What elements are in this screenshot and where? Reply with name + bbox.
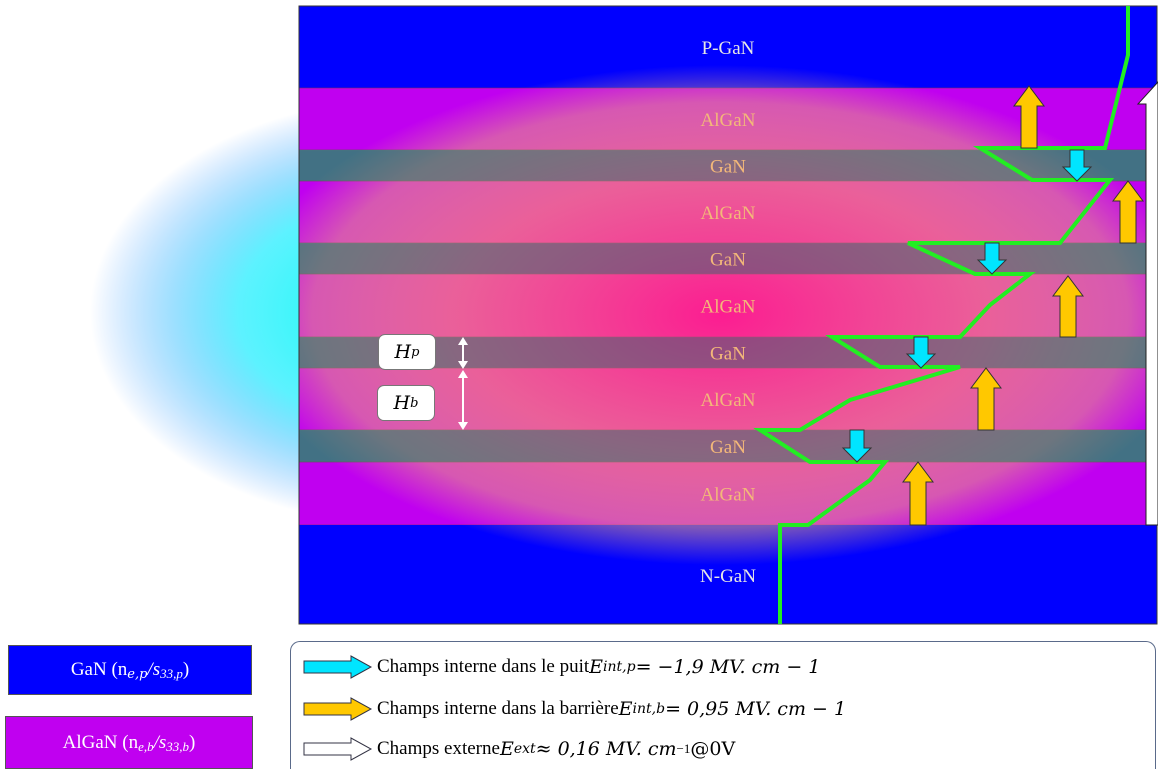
barrier-thickness-symbol: H (393, 392, 411, 414)
cyan-arrow-icon (303, 655, 373, 679)
layer-label-3: AlGaN (701, 203, 756, 224)
layer-label-0: P-GaN (702, 38, 755, 59)
barrier-field-arrow-2 (1052, 275, 1084, 338)
legend-external-sup: −1 (676, 741, 691, 756)
legend-well-expr: E (589, 656, 604, 678)
layer-label-6: GaN (710, 344, 746, 365)
legend-well-sub: int,p (603, 659, 636, 675)
legend-external-tail: @0V (690, 738, 736, 760)
legend-barrier-sub: int,b (632, 701, 666, 717)
well-thickness-arrow (458, 337, 468, 369)
legend-external-text: Champs externe (377, 738, 500, 759)
well-overlay-4 (299, 242, 1157, 275)
legend-well-value: = −1,9 MV. cm − 1 (635, 656, 821, 678)
barrier-field-arrow-4 (902, 461, 934, 526)
well-field-arrow-0 (1061, 149, 1093, 182)
well-field-arrow-2 (905, 336, 937, 369)
legend-algan-text: AlGaN (n (62, 731, 139, 753)
legend-gan-end: ) (182, 659, 190, 680)
layer-label-8: GaN (710, 437, 746, 458)
legend-barrier-value: = 0,95 MV. cm − 1 (665, 698, 847, 720)
layer-label-4: GaN (710, 250, 746, 271)
legend-algan-sub2: 33,b (166, 738, 190, 754)
barrier-field-arrow-3 (970, 367, 1002, 431)
well-overlay-2 (299, 149, 1157, 182)
legend-gan-text: GaN (n (70, 659, 128, 680)
legend-algan-sub1: e,b (138, 738, 154, 754)
layer-label-10: N-GaN (700, 566, 756, 587)
pink-glow (299, 65, 1157, 565)
yellow-arrow-icon (303, 697, 373, 721)
layer-label-1: AlGaN (701, 110, 756, 131)
external-field-arrow (1136, 81, 1158, 526)
legend-barrier-text: Champs interne dans la barrière (377, 698, 619, 719)
layer-label-2: GaN (710, 157, 746, 178)
white-arrow-icon (303, 737, 373, 761)
legend-gan-sub1: e,p (127, 666, 148, 682)
legend-barrier-expr: E (618, 698, 633, 720)
layer-label-7: AlGaN (701, 390, 756, 411)
legend-algan-end: ) (189, 731, 196, 753)
barrier-field-arrow-0 (1013, 85, 1045, 149)
legend-algan-mid: /s (153, 731, 167, 753)
barrier-field-arrow-1 (1112, 180, 1144, 244)
well-thickness-symbol: H (394, 341, 412, 363)
legend-well-text: Champs interne dans le puit (377, 656, 590, 677)
band-edge-line (753, 6, 1130, 624)
legend-external-expr: E (499, 738, 514, 760)
well-overlay-6 (299, 336, 1157, 369)
well-field-arrow-1 (976, 242, 1008, 275)
layer-label-5: AlGaN (701, 297, 756, 318)
legend-gan-sub2: 33,p (160, 666, 183, 681)
layer-label-9: AlGaN (701, 485, 756, 506)
legend-external-value: ≈ 0,16 MV. cm (535, 738, 677, 760)
legend-external-sub: ext (513, 741, 536, 757)
well-overlay-8 (299, 429, 1157, 463)
well-thickness-sub: p (411, 344, 420, 360)
barrier-thickness-arrow (458, 370, 468, 430)
legend-gan-mid: /s (147, 659, 161, 680)
well-field-arrow-3 (841, 429, 873, 463)
barrier-thickness-sub: b (410, 395, 419, 411)
